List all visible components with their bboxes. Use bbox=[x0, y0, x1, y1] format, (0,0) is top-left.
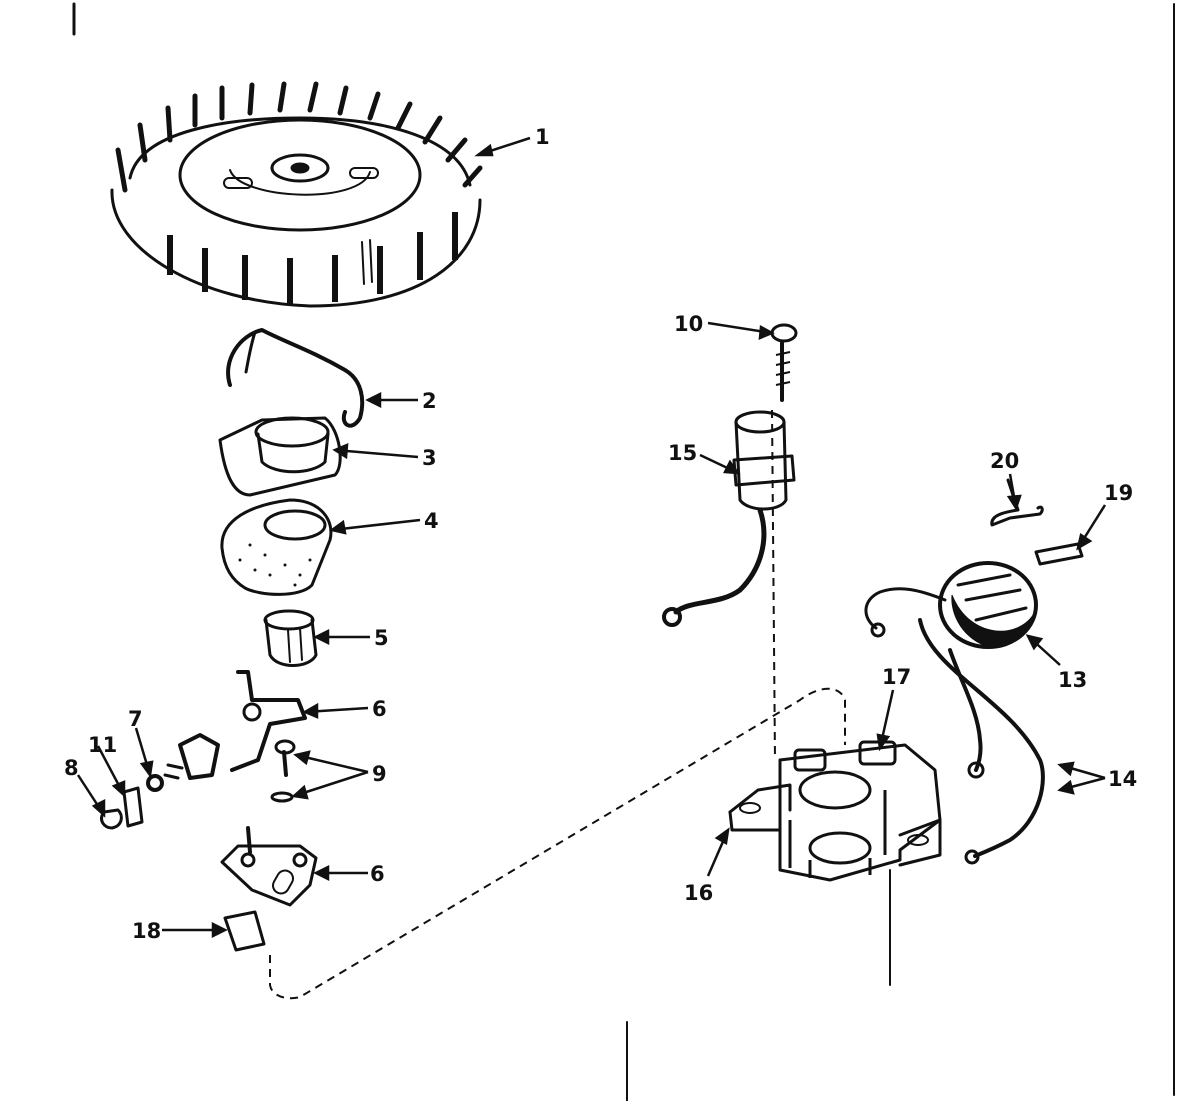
gasket-part bbox=[220, 498, 333, 596]
callout-9: 9 bbox=[372, 762, 387, 786]
callout-5: 5 bbox=[374, 626, 389, 650]
callout-17: 17 bbox=[882, 665, 911, 689]
wire-clip-part bbox=[990, 478, 1044, 527]
callout-8: 8 bbox=[64, 756, 79, 780]
callout-6-lower: 6 bbox=[370, 862, 385, 886]
screw-washer-part bbox=[270, 739, 296, 803]
callout-19: 19 bbox=[1104, 481, 1133, 505]
breaker-arm-part bbox=[163, 670, 307, 780]
scan-edge-marks bbox=[72, 2, 1175, 1101]
breaker-housing-part bbox=[728, 740, 942, 882]
callout-11: 11 bbox=[88, 733, 117, 757]
breaker-base-part bbox=[220, 826, 318, 907]
flywheel-part bbox=[110, 81, 483, 308]
callout-10: 10 bbox=[674, 312, 703, 336]
callout-14: 14 bbox=[1108, 767, 1137, 791]
callout-4: 4 bbox=[424, 509, 439, 533]
coil-leads-part bbox=[918, 618, 1045, 865]
felt-pad-part bbox=[223, 910, 266, 952]
callout-15: 15 bbox=[668, 441, 697, 465]
condenser-part bbox=[662, 410, 796, 627]
sleeve-part bbox=[263, 609, 318, 667]
callout-2: 2 bbox=[422, 389, 437, 413]
callout-6-upper: 6 bbox=[372, 697, 387, 721]
callout-18: 18 bbox=[132, 919, 161, 943]
nut-washer-parts bbox=[100, 774, 164, 830]
spring-clip-part bbox=[226, 328, 365, 428]
callout-labels: 1 2 3 4 5 6 7 11 8 9 6 18 10 15 20 19 13… bbox=[64, 125, 1137, 943]
callout-1: 1 bbox=[535, 125, 550, 149]
callout-13: 13 bbox=[1058, 668, 1087, 692]
callout-7: 7 bbox=[128, 707, 143, 731]
condenser-screw-part bbox=[770, 323, 798, 402]
cam-plate-part bbox=[218, 416, 342, 497]
assembly-dashed-lines bbox=[269, 409, 846, 1000]
callout-3: 3 bbox=[422, 446, 437, 470]
clip-part bbox=[1034, 542, 1084, 566]
ignition-coil-part bbox=[864, 561, 1038, 649]
callout-16: 16 bbox=[684, 881, 713, 905]
leader-lines bbox=[76, 136, 1107, 939]
callout-20: 20 bbox=[990, 449, 1019, 473]
